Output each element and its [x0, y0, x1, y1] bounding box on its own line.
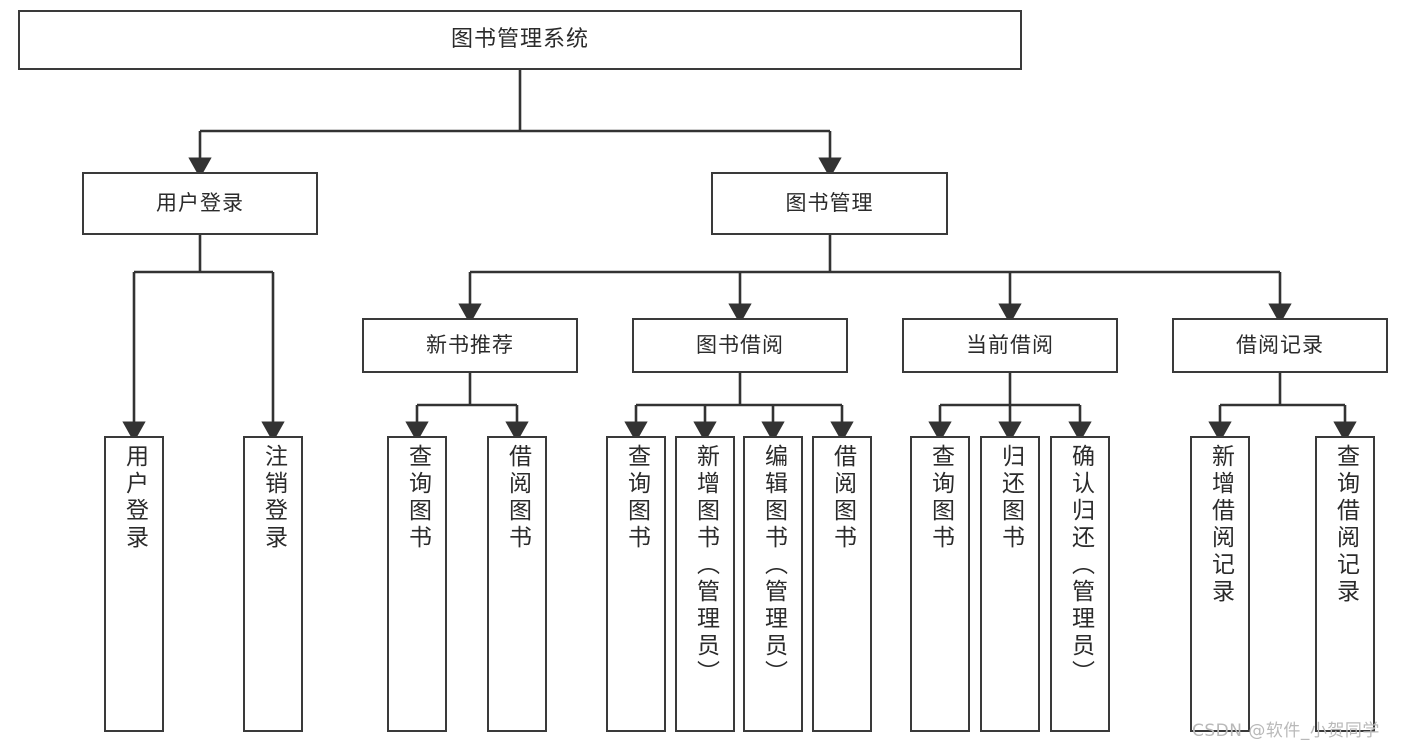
node-borrow-record[interactable]: 借阅记录: [1172, 318, 1388, 373]
node-label: 图书借阅: [696, 333, 784, 358]
node-label: 借阅记录: [1236, 333, 1324, 358]
node-label: 用户登录: [156, 191, 244, 216]
node-leaf-return-book[interactable]: 归还图书: [980, 436, 1040, 732]
node-leaf-borrow-book[interactable]: 借阅图书: [812, 436, 872, 732]
node-leaf-query-borrow-record[interactable]: 查询借阅记录: [1315, 436, 1375, 732]
node-leaf-query-book-current[interactable]: 查询图书: [910, 436, 970, 732]
node-new-book-recommend[interactable]: 新书推荐: [362, 318, 578, 373]
node-label: 用户登录: [121, 444, 148, 552]
watermark-credit: CSDN @软件_小贺同学: [1192, 721, 1380, 741]
node-label: 借阅图书: [504, 444, 531, 552]
node-label: 新增借阅记录: [1207, 444, 1234, 606]
node-book-borrow[interactable]: 图书借阅: [632, 318, 848, 373]
node-label: 注销登录: [260, 444, 287, 552]
node-leaf-confirm-return-admin[interactable]: 确认归还（管理员）: [1050, 436, 1110, 732]
node-label: 新增图书（管理员）: [692, 444, 719, 687]
node-label: 归还图书: [997, 444, 1024, 552]
node-leaf-add-book-admin[interactable]: 新增图书（管理员）: [675, 436, 735, 732]
node-leaf-query-book-recommend[interactable]: 查询图书: [387, 436, 447, 732]
node-book-manage[interactable]: 图书管理: [711, 172, 948, 235]
node-label: 图书管理: [785, 191, 874, 216]
node-leaf-add-borrow-record[interactable]: 新增借阅记录: [1190, 436, 1250, 732]
node-label: 新书推荐: [426, 333, 514, 358]
node-label: 查询图书: [927, 444, 954, 552]
node-leaf-user-login[interactable]: 用户登录: [104, 436, 164, 732]
node-leaf-borrow-book-recommend[interactable]: 借阅图书: [487, 436, 547, 732]
node-label: 查询借阅记录: [1332, 444, 1359, 606]
node-root-system[interactable]: 图书管理系统: [18, 10, 1022, 70]
node-label: 编辑图书（管理员）: [760, 444, 787, 687]
node-label: 借阅图书: [829, 444, 856, 552]
node-label: 查询图书: [404, 444, 431, 552]
node-label: 当前借阅: [966, 333, 1054, 358]
node-label: 图书管理系统: [450, 27, 589, 53]
node-current-borrow[interactable]: 当前借阅: [902, 318, 1118, 373]
node-label: 查询图书: [623, 444, 650, 552]
node-user-login[interactable]: 用户登录: [82, 172, 318, 235]
node-leaf-user-logout[interactable]: 注销登录: [243, 436, 303, 732]
node-leaf-query-book-borrow[interactable]: 查询图书: [606, 436, 666, 732]
node-label: 确认归还（管理员）: [1067, 444, 1094, 687]
node-leaf-edit-book-admin[interactable]: 编辑图书（管理员）: [743, 436, 803, 732]
